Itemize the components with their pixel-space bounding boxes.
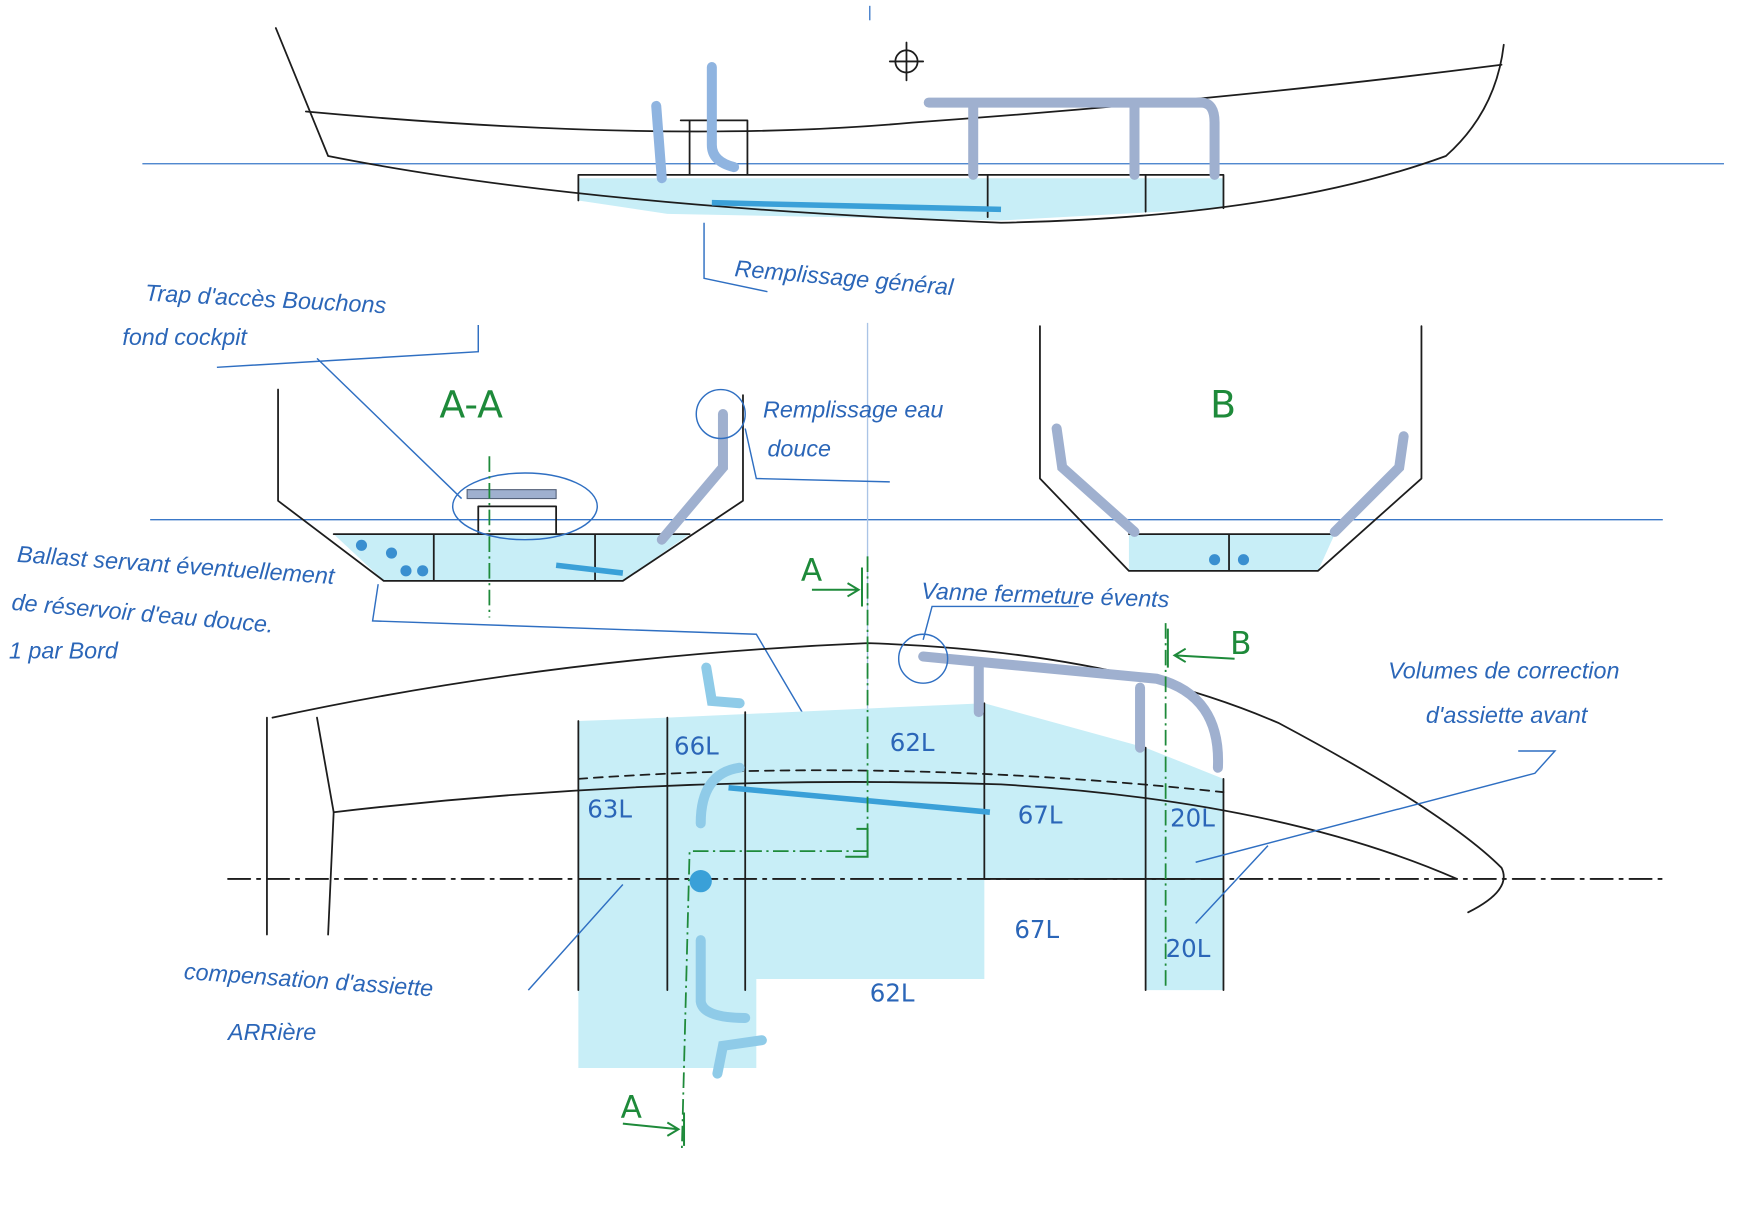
label-trap-line2: fond cockpit (122, 324, 248, 350)
label-ballast-line3: 1 par Bord (9, 638, 119, 664)
label-volumes-line2: d'assiette avant (1426, 702, 1589, 728)
leader-volumes (1195, 750, 1557, 924)
volume-67l-bottom: 67L (1014, 915, 1059, 944)
mast-cross (888, 41, 925, 82)
plug-dots-b (1209, 554, 1250, 566)
cut-label-a-top: A (801, 553, 823, 589)
label-ballast-line2: de réservoir d'eau douce. (11, 589, 275, 638)
tank-water-top (578, 178, 1224, 221)
volume-62l-top: 62L (890, 728, 935, 757)
fill-riser-top (651, 61, 740, 184)
section-b-view: B (1039, 325, 1423, 572)
hull-section-b (1039, 325, 1423, 572)
tank-outline-top (577, 119, 1225, 219)
label-ballast-line1: Ballast servant éventuellement (16, 541, 336, 589)
inner-line-plan (332, 781, 1458, 880)
label-compensation-line2: ARRière (226, 1019, 316, 1045)
cut-arrow-a-top (811, 567, 863, 607)
section-title-aa: A-A (439, 382, 503, 426)
section-title-b: B (1210, 382, 1236, 426)
fill-pipe-aa (656, 409, 728, 545)
plug-dots (355, 539, 429, 577)
sheer-line-top (304, 63, 1503, 133)
tank-water-aa (333, 534, 690, 581)
hull-top (274, 27, 1505, 224)
section-line-a (680, 556, 869, 1152)
fill-highlight (695, 388, 746, 440)
volume-67l-top: 67L (1018, 800, 1063, 829)
volume-20l-top: 20L (1170, 804, 1215, 833)
vent-pipe-top (923, 97, 1220, 180)
valve-plan (689, 870, 712, 893)
leader-compensation (527, 884, 624, 991)
leader-trap (216, 325, 479, 500)
volume-20l-bottom: 20L (1166, 934, 1211, 963)
cut-arrow-a-bottom (622, 1112, 686, 1146)
transfer-pipe-plan (728, 784, 991, 815)
label-remplissage-general: Remplissage général (734, 255, 956, 300)
side-profile-view: Remplissage général (142, 5, 1724, 300)
cut-label-a-bottom: A (621, 1090, 643, 1126)
label-trap-line1: Trap d'accès Bouchons (144, 280, 387, 319)
leader-remplissage (703, 222, 768, 293)
hatch-highlight (451, 472, 598, 541)
label-compensation-line1: compensation d'assiette (183, 958, 434, 1001)
volume-62l-bottom: 62L (870, 978, 915, 1007)
tank-water-plan (578, 703, 1224, 1069)
leader-ballast (371, 584, 813, 730)
fill-pipe-top (711, 199, 1002, 213)
vent-pipe-b (1051, 423, 1409, 537)
fill-pipes-plan (695, 662, 767, 1079)
cut-label-b: B (1230, 626, 1251, 662)
section-corner (845, 827, 869, 858)
hull-section-aa (277, 388, 744, 582)
plan-view: A A B 66L 62L 63L 67L 20L 67L 20L 62L Va… (183, 553, 1664, 1152)
volume-66l: 66L (674, 731, 719, 760)
label-remplissage-eau-line1: Remplissage eau (763, 396, 943, 422)
waterline-plan (577, 769, 1225, 794)
drain-pipe-aa (555, 562, 624, 576)
tank-water-b (1128, 534, 1335, 571)
cut-arrow-b (1166, 628, 1235, 668)
vent-pipe-plan (918, 651, 1223, 773)
leader-vanne (922, 605, 1079, 640)
label-remplissage-eau-line2: douce (767, 435, 831, 461)
access-hatch (466, 489, 557, 500)
leader-remplissage-eau (744, 428, 890, 483)
volume-63l: 63L (587, 795, 632, 824)
vanne-highlight (897, 633, 949, 684)
label-volumes-line1: Volumes de correction (1388, 658, 1619, 684)
